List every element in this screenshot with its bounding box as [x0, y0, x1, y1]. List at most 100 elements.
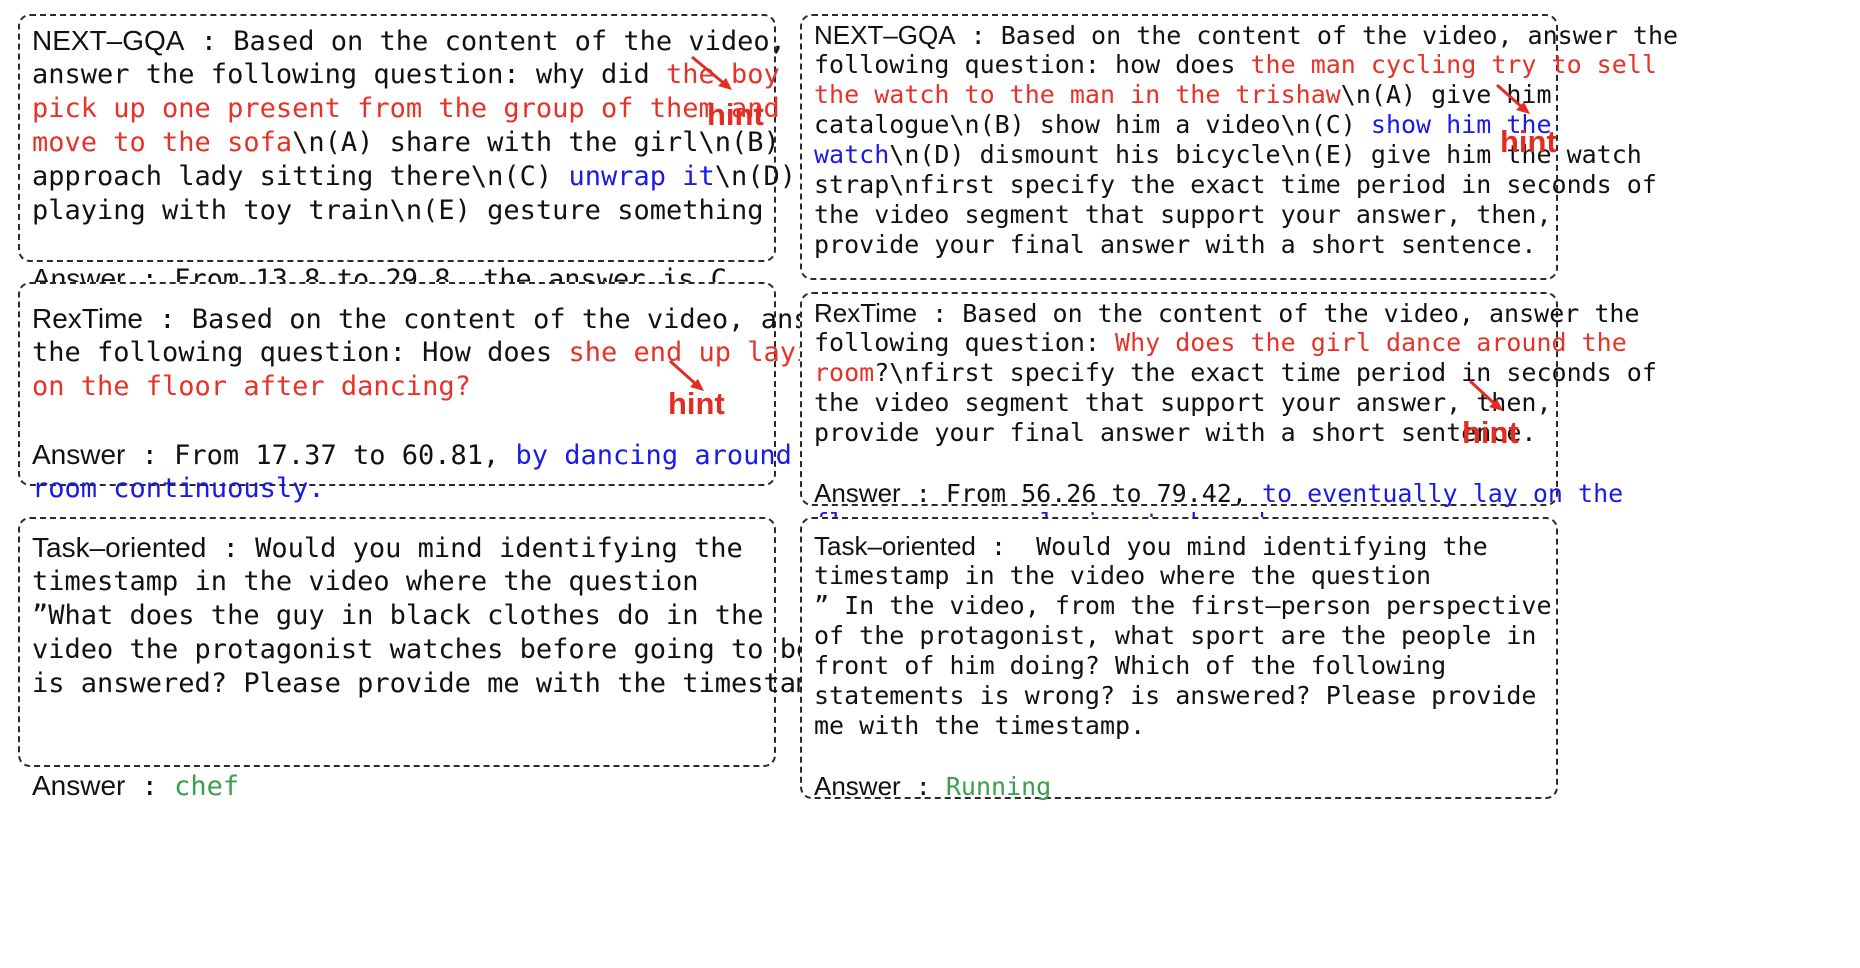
- text-line: ”What does the guy in black clothes do i…: [32, 599, 764, 633]
- text-segment: ” In the video, from the first–person pe…: [814, 591, 1552, 620]
- text-segment: : Based on the content of the video,: [184, 26, 786, 57]
- text-segment: \n(D): [714, 161, 797, 192]
- text-line: video the protagonist watches before goi…: [32, 633, 861, 667]
- text-line: watch\n(D) dismount his bicycle\n(E) giv…: [814, 140, 1642, 170]
- text-line: answer the following question: why did t…: [32, 58, 780, 92]
- text-line: Answer : Running: [814, 771, 1542, 801]
- text-line: ” In the video, from the first–person pe…: [814, 591, 1552, 621]
- text-line: Task–oriented : Would you mind identifyi…: [814, 531, 1542, 561]
- field-label: Answer: [814, 771, 901, 801]
- question-highlight: pick up one present from the group of th…: [32, 93, 780, 124]
- question-highlight: the watch to the man in the trishaw: [814, 80, 1341, 109]
- text-segment: catalogue\n(B) show him a video\n(C): [814, 110, 1371, 139]
- text-line: catalogue\n(B) show him a video\n(C) sho…: [814, 110, 1552, 140]
- text-segment: video the protagonist watches before goi…: [32, 634, 862, 665]
- text-line: the following question: How does she end…: [32, 336, 845, 370]
- text-line: statements is wrong? is answered? Please…: [814, 681, 1542, 711]
- field-label: Answer: [32, 770, 126, 801]
- hint-label-4: hint: [1462, 415, 1519, 450]
- text-segment: ”What does the guy in black clothes do i…: [32, 600, 764, 631]
- text-line: Answer : From 17.37 to 60.81, by dancing…: [32, 438, 857, 472]
- text-segment: answer the following question: why did: [32, 59, 666, 90]
- text-line: approach lady sitting there\n(C) unwrap …: [32, 160, 796, 194]
- card-task-oriented-left: Task–oriented : Would you mind identifyi…: [18, 517, 861, 802]
- hint-arrow-4: [1468, 379, 1503, 411]
- text-line: [814, 741, 1542, 771]
- text-line: [814, 448, 1542, 478]
- answer-highlight: room continuously.: [32, 473, 325, 504]
- text-segment: the video segment that support your answ…: [814, 388, 1552, 417]
- question-highlight: Why does the girl dance around the: [1115, 328, 1627, 357]
- field-label: Answer: [32, 439, 126, 470]
- field-label: RexTime: [814, 298, 918, 328]
- text-line: is answered? Please provide me with the …: [32, 667, 845, 701]
- question-highlight: move to the sofa: [32, 127, 293, 158]
- text-segment: ?\nfirst specify the exact time period i…: [874, 358, 1657, 387]
- text-line: timestamp in the video where the questio…: [814, 561, 1542, 591]
- card-text: Task–oriented : Would you mind identifyi…: [814, 531, 1552, 801]
- hint-arrow-2: [669, 359, 704, 391]
- text-segment: : Would you mind identifying the: [206, 533, 743, 564]
- answer-value: Running: [945, 772, 1052, 801]
- text-segment: : From 17.37 to 60.81,: [125, 440, 516, 471]
- text-segment: the video segment that support your answ…: [814, 200, 1552, 229]
- text-segment: provide your final answer with a short s…: [814, 230, 1537, 259]
- text-segment: \n(A) give him: [1340, 80, 1552, 109]
- text-line: pick up one present from the group of th…: [32, 92, 780, 126]
- text-line: RexTime : Based on the content of the vi…: [814, 298, 1640, 328]
- hint-label-3: hint: [1500, 124, 1557, 159]
- text-segment: strap\nfirst specify the exact time peri…: [814, 170, 1657, 199]
- hint-label-2: hint: [668, 386, 725, 421]
- card-next-gqa-left: NEXT–GQA : Based on the content of the v…: [18, 14, 796, 295]
- text-segment: : Based on the content of the video, ans…: [142, 304, 859, 335]
- text-line: RexTime : Based on the content of the vi…: [32, 302, 858, 336]
- hint-arrow-3: [1496, 83, 1530, 114]
- text-line: [32, 701, 760, 735]
- text-line: of the protagonist, what sport are the p…: [814, 621, 1542, 651]
- text-line: the watch to the man in the trishaw\n(A)…: [814, 80, 1552, 110]
- field-label: NEXT–GQA: [814, 20, 956, 50]
- hint-arrow-1: [691, 55, 732, 90]
- text-line: provide your final answer with a short s…: [814, 230, 1542, 260]
- text-segment: following question:: [814, 328, 1116, 357]
- card-rextime-right: RexTime : Based on the content of the vi…: [800, 292, 1657, 537]
- text-line: on the floor after dancing?: [32, 370, 760, 404]
- text-line: room?\nfirst specify the exact time peri…: [814, 358, 1657, 388]
- answer-highlight: watch: [814, 140, 890, 169]
- field-label: NEXT–GQA: [32, 25, 185, 56]
- text-line: Answer : From 56.26 to 79.42, to eventua…: [814, 478, 1623, 508]
- card-next-gqa-right: NEXT–GQA : Based on the content of the v…: [800, 14, 1678, 320]
- card-text: RexTime : Based on the content of the vi…: [814, 298, 1657, 538]
- text-line: following question: Why does the girl da…: [814, 328, 1627, 358]
- field-label: Task–oriented: [32, 532, 207, 563]
- card-rextime-left: RexTime : Based on the content of the vi…: [18, 282, 858, 504]
- text-line: front of him doing? Which of the followi…: [814, 651, 1542, 681]
- answer-highlight: show him the: [1370, 110, 1552, 139]
- text-segment: statements is wrong? is answered? Please…: [814, 681, 1537, 710]
- text-line: Answer : chef: [32, 769, 760, 803]
- answer-highlight: unwrap it: [568, 161, 715, 192]
- text-line: following question: how does the man cyc…: [814, 50, 1657, 80]
- text-line: [32, 404, 760, 438]
- text-line: [32, 228, 760, 262]
- card-text: RexTime : Based on the content of the vi…: [32, 302, 858, 506]
- text-segment: timestamp in the video where the questio…: [32, 566, 699, 597]
- text-line: [814, 260, 1542, 290]
- card-text: NEXT–GQA : Based on the content of the v…: [32, 24, 796, 296]
- text-segment: is answered? Please provide me with the …: [32, 668, 845, 699]
- text-line: [32, 735, 760, 769]
- question-highlight: the man cycling try to sell: [1250, 50, 1657, 79]
- card-text: NEXT–GQA : Based on the content of the v…: [814, 20, 1678, 320]
- text-segment: approach lady sitting there\n(C): [32, 161, 569, 192]
- text-line: playing with toy train\n(E) gesture some…: [32, 194, 764, 228]
- question-highlight: the boy: [665, 59, 780, 90]
- answer-value: chef: [174, 771, 240, 802]
- text-segment: : Would you mind identifying the: [975, 532, 1488, 561]
- text-segment: \n(D) dismount his bicycle\n(E) give him…: [889, 140, 1642, 169]
- text-segment: : Based on the content of the video, ans…: [917, 299, 1640, 328]
- text-line: NEXT–GQA : Based on the content of the v…: [814, 20, 1678, 50]
- text-segment: : Based on the content of the video, ans…: [955, 21, 1679, 50]
- text-segment: : From 56.26 to 79.42,: [900, 479, 1262, 508]
- text-line: room continuously.: [32, 472, 760, 506]
- text-segment: :: [125, 771, 175, 802]
